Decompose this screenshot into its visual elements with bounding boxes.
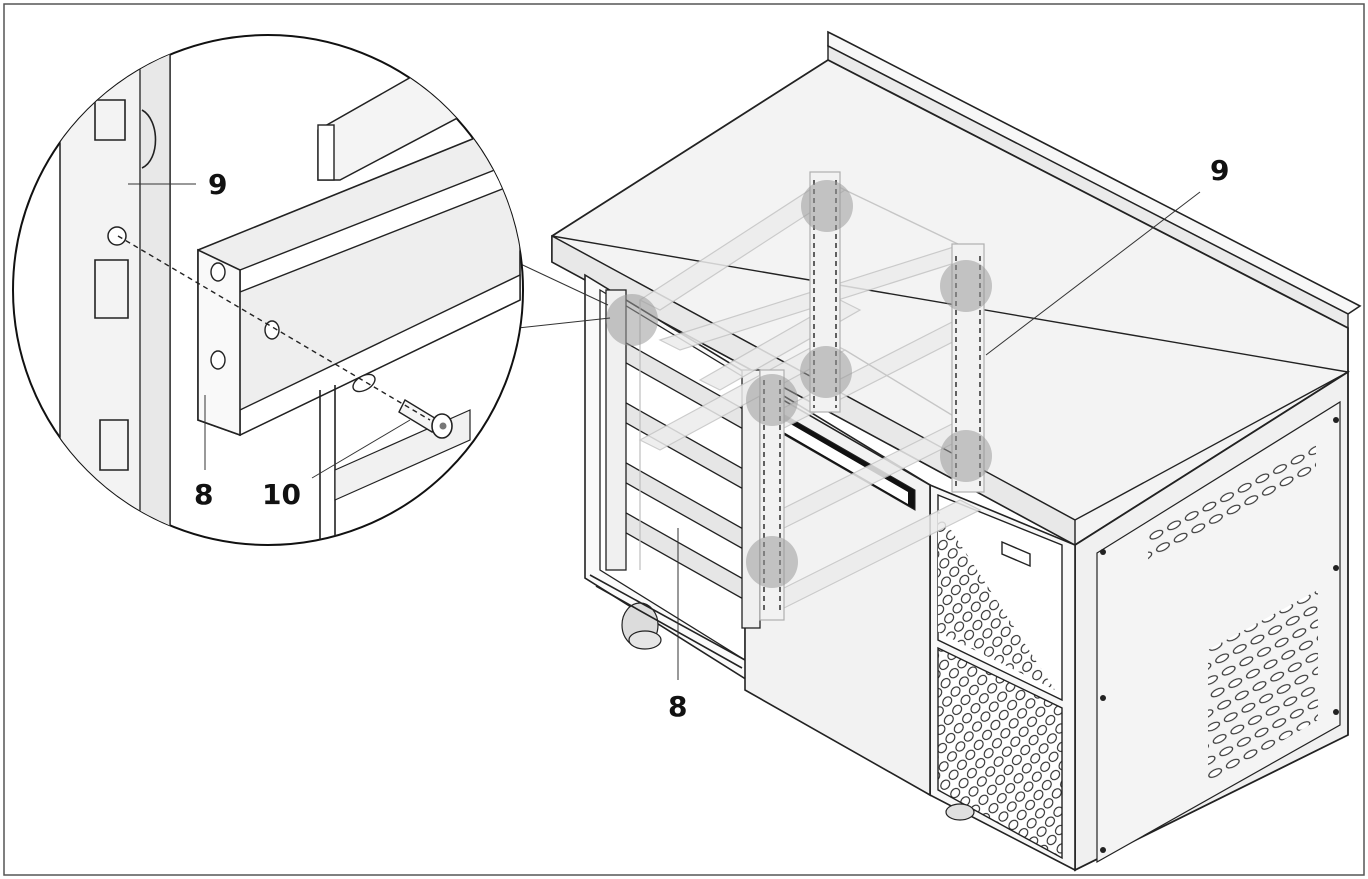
fixing-point-highlight [940,260,992,312]
detail-inset [12,34,524,546]
callout-8-inset: 8 [194,478,213,511]
fixing-point-highlight [746,374,798,426]
callout-9-main: 9 [1210,154,1229,187]
callout-10-inset: 10 [262,478,301,511]
page-frame [3,3,1365,876]
leader-lines [128,183,1201,680]
callout-9-inset: 9 [208,168,227,201]
side-vent-upper [1148,440,1316,562]
callout-8-main: 8 [668,690,687,723]
side-vent-lower [1208,590,1318,784]
zoom-connector [511,259,611,329]
fixing-point-highlight [800,346,852,398]
fixing-point-highlight [606,294,658,346]
fixing-point-highlight [940,430,992,482]
backsplash [827,30,1362,315]
fixing-point-highlight [801,180,853,232]
refrigerated-counter [551,30,1362,872]
fixing-point-highlight [746,536,798,588]
